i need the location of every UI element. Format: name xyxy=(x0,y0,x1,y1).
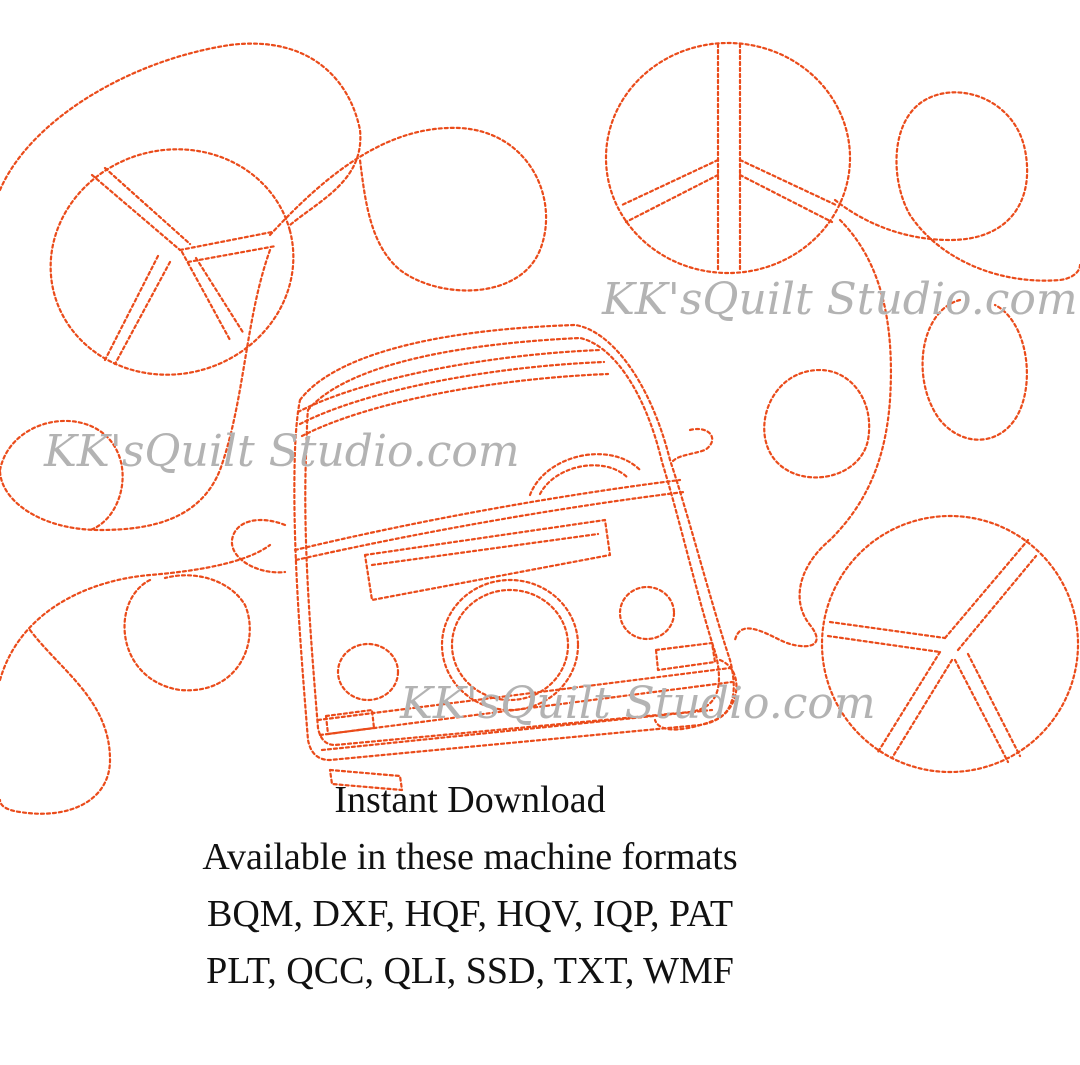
caption-line-instant-download: Instant Download xyxy=(334,779,606,821)
watermark-text: KK'sQuilt Studio.com xyxy=(602,274,1078,325)
meander-path-van-left xyxy=(230,518,287,574)
peace-sign-bottom-right xyxy=(820,514,1080,774)
peace-sign-top-right xyxy=(604,41,852,275)
meander-loop-headlight-right xyxy=(670,427,714,464)
meander-loop-left xyxy=(0,419,124,532)
meander-path-right-down xyxy=(733,218,893,648)
camper-van xyxy=(293,323,735,792)
meander-loop-bottom-left xyxy=(0,543,272,692)
watermark-text: KK'sQuilt Studio.com xyxy=(400,678,876,729)
peace-sign-top-left xyxy=(49,148,295,376)
meander-path-bottom-left-tail xyxy=(0,628,112,815)
format-caption: Instant Download Available in these mach… xyxy=(0,772,940,1000)
caption-line-formats-intro: Available in these machine formats xyxy=(202,836,738,878)
meander-path-left-down xyxy=(0,248,272,532)
meander-loop-right-top xyxy=(833,91,1080,282)
watermark-text: KK'sQuilt Studio.com xyxy=(44,426,520,477)
meander-loop-right-mid xyxy=(921,298,1028,441)
meander-path-top-left xyxy=(0,42,362,227)
meander-loop-center-right xyxy=(763,368,871,479)
meander-loop-top-center xyxy=(268,126,548,292)
caption-line-formats-2: PLT, QCC, QLI, SSD, TXT, WMF xyxy=(206,950,734,992)
caption-line-formats-1: BQM, DXF, HQF, HQV, IQP, PAT xyxy=(206,893,734,935)
